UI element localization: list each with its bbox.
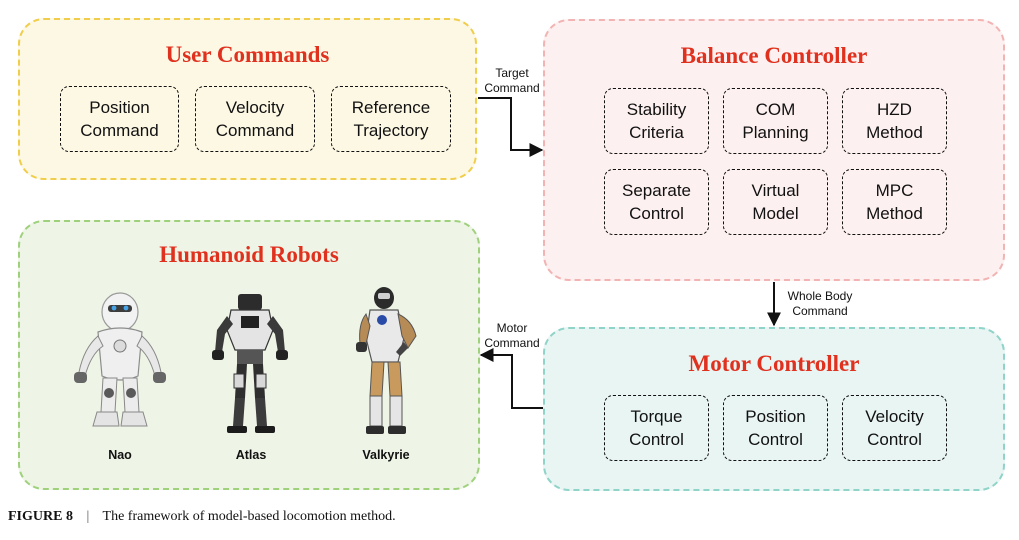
caption-separator: | (86, 509, 90, 524)
balance-controller-title: Balance Controller (680, 43, 868, 68)
motor-command-arrow (479, 348, 543, 409)
hzd-method-box: HZD Method (842, 88, 947, 154)
whole-body-command-label: Whole Body Command (787, 289, 853, 318)
velocity-control-box: Velocity Control (842, 395, 947, 461)
humanoid-robots-title: Humanoid Robots (159, 242, 339, 267)
position-control-box: Position Control (723, 395, 828, 461)
target-command-label: Target Command (484, 66, 540, 95)
target-command-arrow (478, 97, 544, 157)
robot-name-valkyrie: Valkyrie (362, 448, 410, 462)
reference-trajectory-box: Reference Trajectory (331, 86, 451, 152)
balance-controller-panel: Balance Controller Stability Criteria CO… (543, 19, 1005, 281)
user-commands-title: User Commands (165, 42, 330, 67)
robot-name-nao: Nao (108, 448, 132, 462)
humanoid-robots-panel: Humanoid Robots (18, 220, 480, 490)
velocity-command-box: Velocity Command (195, 86, 315, 152)
position-command-box: Position Command (60, 86, 179, 152)
nao-robot-image (74, 292, 166, 427)
valkyrie-robot-image (356, 287, 417, 434)
motor-controller-title: Motor Controller (688, 351, 860, 376)
com-planning-box: COM Planning (723, 88, 828, 154)
stability-criteria-box: Stability Criteria (604, 88, 709, 154)
robot-name-atlas: Atlas (235, 448, 267, 462)
user-commands-panel: User Commands Position Command Velocity … (18, 18, 477, 180)
figure-caption: FIGURE 8 | The framework of model-based … (8, 509, 396, 525)
figure-label: FIGURE 8 (8, 509, 73, 524)
caption-text: The framework of model-based locomotion … (102, 509, 396, 524)
atlas-robot-image (212, 294, 288, 433)
motor-controller-panel: Motor Controller Torque Control Position… (543, 327, 1005, 491)
torque-control-box: Torque Control (604, 395, 709, 461)
virtual-model-box: Virtual Model (723, 169, 828, 235)
mpc-method-box: MPC Method (842, 169, 947, 235)
motor-command-label: Motor Command (484, 321, 540, 350)
separate-control-box: Separate Control (604, 169, 709, 235)
